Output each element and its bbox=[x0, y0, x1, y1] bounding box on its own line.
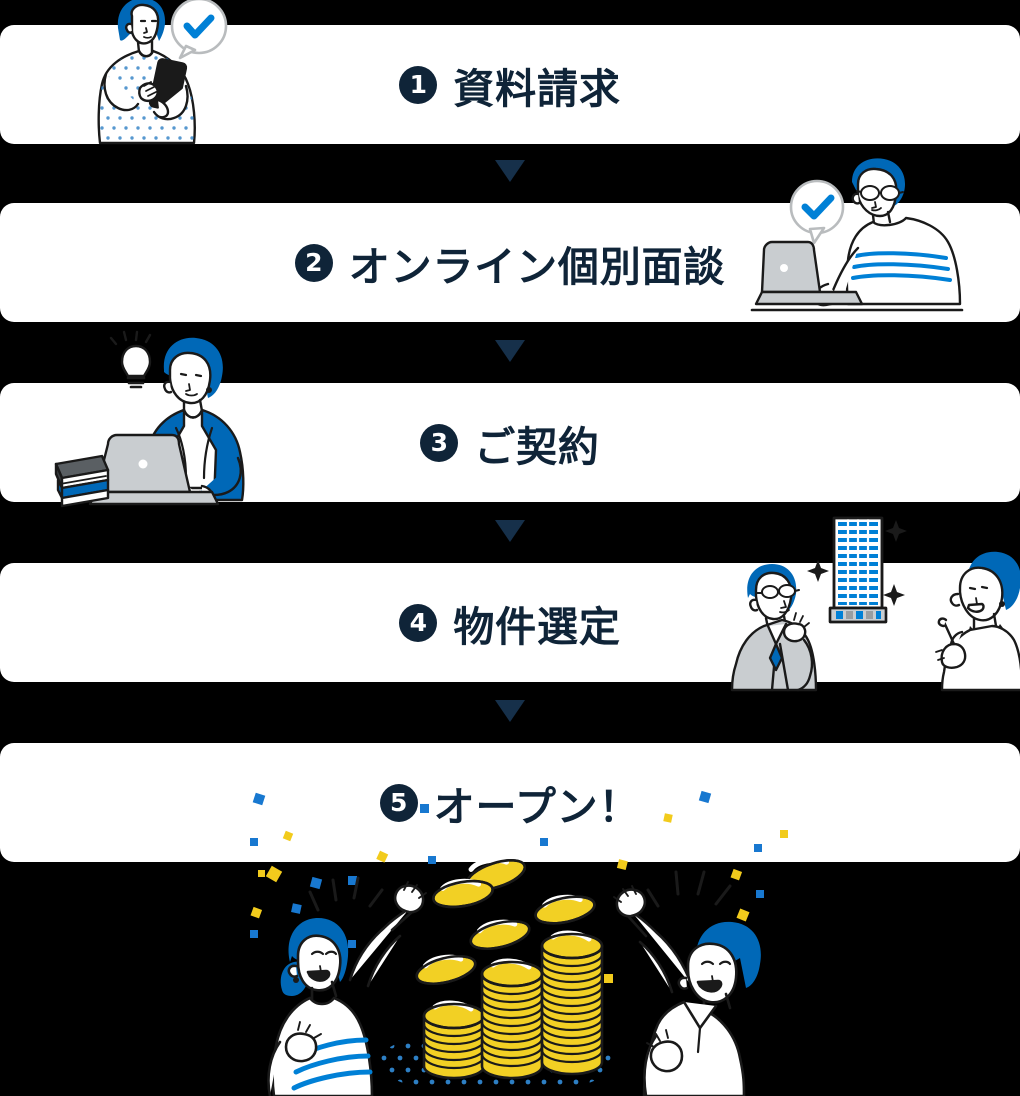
down-arrow-icon-3 bbox=[495, 520, 525, 542]
coin-stack-short bbox=[422, 1000, 486, 1080]
person-right bbox=[613, 885, 761, 1096]
coin-stack-tall bbox=[540, 930, 604, 1076]
illustration-woman-smartphone bbox=[62, 0, 252, 146]
coin-stack-medium bbox=[480, 958, 544, 1080]
illustration-woman-laptop-books bbox=[42, 328, 264, 510]
down-arrow-icon-2 bbox=[495, 340, 525, 362]
confetti bbox=[250, 790, 788, 983]
step-band-5 bbox=[0, 743, 1020, 862]
illustration-celebration-coins bbox=[248, 790, 793, 1096]
down-arrow-icon-4 bbox=[495, 700, 525, 722]
falling-coins bbox=[415, 857, 596, 986]
illustration-man-laptop bbox=[750, 152, 964, 327]
person-left bbox=[267, 881, 427, 1096]
down-arrow-icon-1 bbox=[495, 160, 525, 182]
illustration-people-building bbox=[730, 508, 1020, 692]
